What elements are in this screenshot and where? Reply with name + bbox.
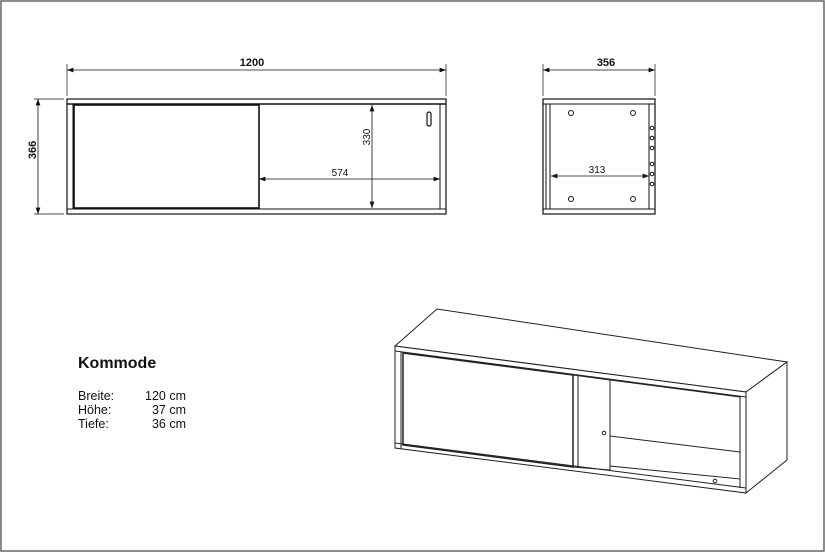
spec-value: 37 cm: [151, 403, 186, 417]
spec-label: Tiefe:: [78, 417, 109, 431]
dim-inner-depth: 313: [589, 165, 606, 176]
spec-row-depth: Tiefe: 36 cm: [78, 417, 186, 431]
dim-door-width: 574: [332, 168, 349, 179]
product-title: Kommode: [78, 355, 157, 372]
product-info: Kommode Breite: 120 cm Höhe: 37 cm Tiefe: 3…: [78, 355, 186, 431]
spec-label: Höhe:: [78, 403, 112, 417]
spec-value: 36 cm: [151, 417, 186, 431]
spec-row-width: Breite: 120 cm: [78, 389, 186, 403]
spec-label: Breite:: [78, 389, 115, 403]
dim-inner-height: 330: [362, 128, 373, 145]
dim-depth: 356: [597, 57, 615, 69]
perspective-view: [393, 308, 789, 495]
front-view: [34, 64, 447, 215]
spec-value: 120 cm: [145, 389, 186, 403]
dim-width: 1200: [240, 57, 264, 69]
spec-row-height: Höhe: 37 cm: [78, 403, 186, 417]
side-view: [542, 64, 656, 215]
dim-height: 366: [27, 141, 39, 159]
